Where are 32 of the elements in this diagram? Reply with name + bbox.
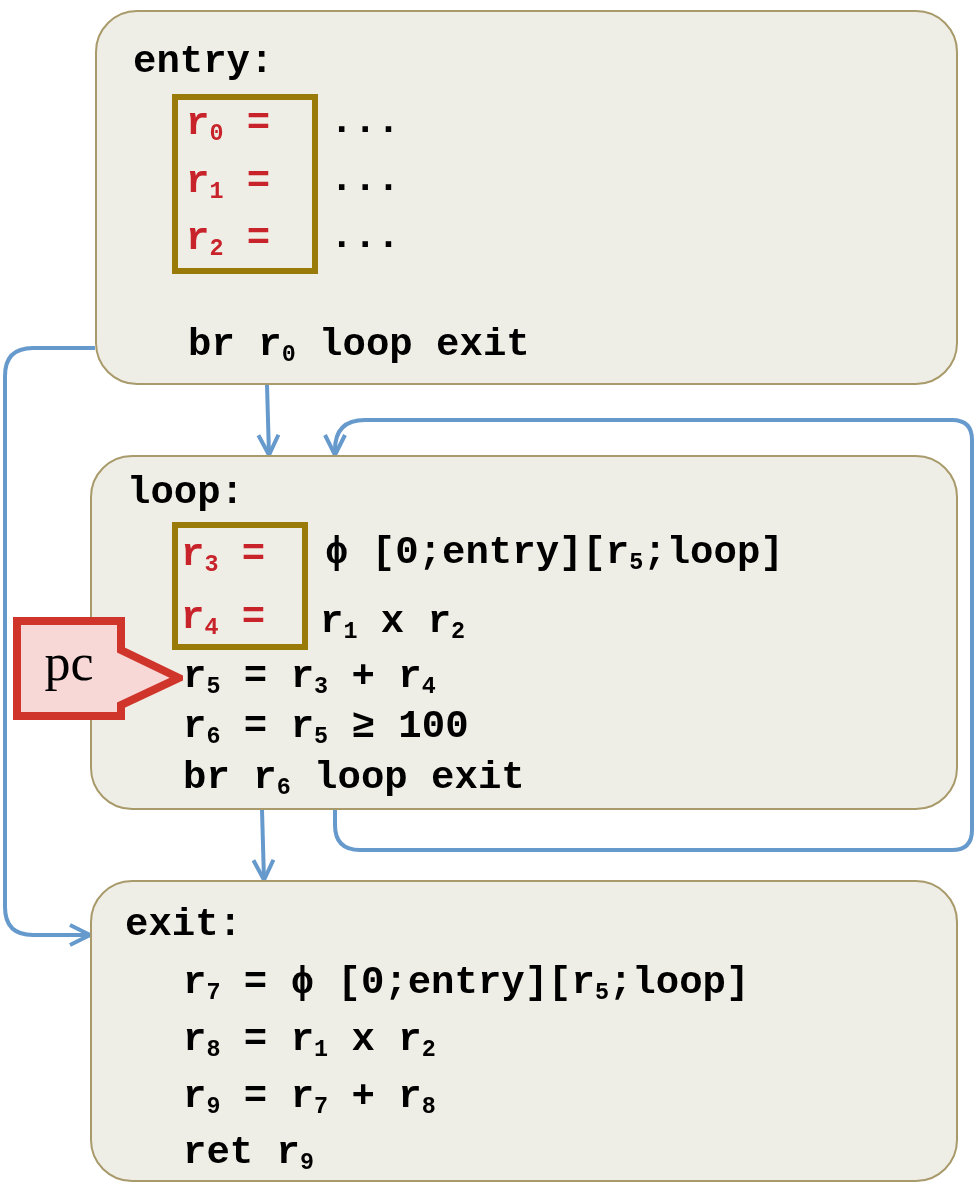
code-line: ... (330, 99, 401, 146)
code-line: r$_{4}$ = (181, 595, 266, 643)
code-block (90, 880, 958, 1182)
code-line: exit: (125, 902, 243, 949)
code-line: br r$_{0}$ loop exit (188, 322, 530, 370)
code-line: r$_{9}$ = r$_{7}$ + r$_{8}$ (183, 1074, 436, 1122)
code-line: ... (330, 214, 401, 261)
code-line: r$_{5}$ = r$_{3}$ + r$_{4}$ (183, 654, 436, 702)
pc-callout (13, 617, 183, 721)
code-line: r$_{1}$ x r$_{2}$ (320, 599, 466, 647)
code-line: ... (330, 157, 401, 204)
code-line: loop: (127, 470, 245, 517)
arrow (3, 346, 95, 947)
code-line: entry: (133, 39, 274, 86)
arrow (251, 809, 276, 882)
code-line: r$_{3}$ = (181, 532, 266, 580)
code-line: r$_{8}$ = r$_{1}$ x r$_{2}$ (183, 1017, 436, 1065)
code-block (90, 455, 958, 810)
code-line: r$_{0}$ = (186, 101, 271, 149)
code-block (95, 10, 958, 385)
definition-box (172, 94, 318, 274)
definition-box (172, 522, 308, 650)
arrow (323, 418, 974, 852)
code-line: r$_{7}$ = ϕ [0;entry][r$_{5}$;loop] (183, 960, 750, 1008)
arrow (256, 384, 281, 457)
callout-label: pc (43, 633, 95, 693)
code-line: ret r$_{9}$ (183, 1130, 315, 1178)
code-line: ϕ [0;entry][r$_{5}$;loop] (325, 530, 784, 578)
code-line: r$_{1}$ = (186, 159, 271, 207)
code-line: r$_{6}$ = r$_{5}$ ≥ 100 (183, 704, 469, 752)
code-line: br r$_{6}$ loop exit (183, 755, 525, 803)
code-line: r$_{2}$ = (186, 216, 271, 264)
